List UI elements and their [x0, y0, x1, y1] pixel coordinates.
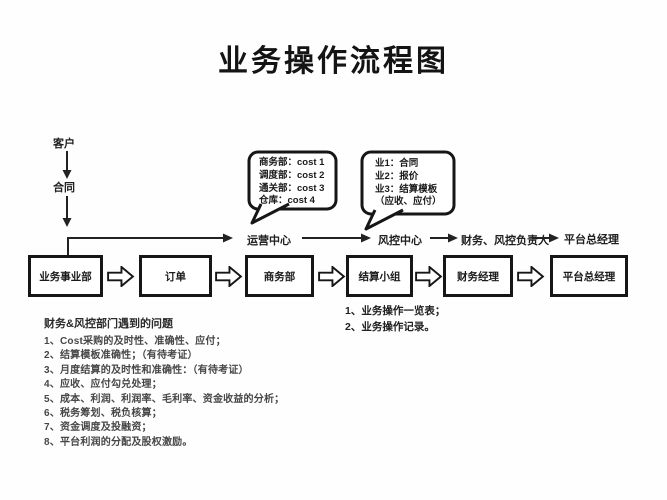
biz-bubble-line: 业3：结算模板: [375, 183, 438, 195]
problem-item: 5、成本、利润、利润率、毛利率、资金收益的分析；: [44, 393, 285, 405]
operation-center-label: 运营中心: [247, 235, 291, 247]
platform-gm-lane-label: 平台总经理: [564, 234, 619, 246]
cost-bubble-line: 通关部：cost 3: [259, 182, 325, 194]
problem-item: 1、Cost采购的及时性、准确性、应付；: [44, 336, 226, 347]
process-box-commerce-dept: 商务部: [245, 255, 314, 297]
block-arrow-icon: [215, 266, 243, 287]
process-box-settlement-group: 结算小组: [346, 255, 413, 297]
process-box-platform-gm: 平台总经理: [550, 255, 628, 297]
settlement-note: 1、业务操作一览表；: [345, 305, 446, 317]
problem-item: 2、结算模板准确性；（有待考证）: [44, 350, 198, 362]
settlement-notes: 1、业务操作一览表； 2、业务操作记录。: [345, 303, 445, 335]
process-box-finance-manager: 财务经理: [443, 255, 513, 297]
elbow-arrow-division-to-operation-center: [67, 233, 233, 256]
arrow-risk-to-leader: [430, 233, 458, 243]
finance-risk-leader-label: 财务、风控负责人: [461, 235, 549, 247]
arrow-operation-to-risk: [302, 233, 371, 243]
problems-header: 财务&风控部门遇到的问题: [44, 318, 173, 330]
biz-bubble-line: 业1：合同: [375, 158, 419, 169]
process-box-order: 订单: [139, 255, 212, 297]
settlement-note: 2、业务操作记录。: [345, 321, 435, 333]
problem-item: 7、资金调度及投融资；: [44, 422, 152, 434]
contract-label: 合同: [53, 182, 75, 194]
customer-label: 客户: [53, 138, 75, 150]
page-title: 业务操作流程图: [218, 45, 449, 78]
problem-item: 8、平台利润的分配及股权激励。: [44, 436, 193, 448]
down-arrow-customer-to-contract: [62, 151, 72, 179]
block-arrow-icon: [517, 266, 545, 287]
cost-bubble-line: 商务部：cost 1: [259, 157, 325, 168]
biz-bubble: 业1：合同 业2：报价 业3：结算模板 （应收、应付）: [375, 158, 442, 209]
cost-bubble-line: 调度部：cost 2: [259, 169, 325, 181]
biz-bubble-line: 业2：报价: [375, 170, 419, 182]
cost-bubble-line: 仓库：cost 4: [259, 195, 315, 207]
block-arrow-icon: [107, 266, 135, 287]
problems-list: 财务&风控部门遇到的问题 1、Cost采购的及时性、准确性、应付； 2、结算模板…: [44, 315, 284, 450]
problem-item: 4、应收、应付勾兑处理；: [44, 379, 162, 391]
process-box-business-division: 业务事业部: [28, 255, 103, 297]
biz-bubble-line: （应收、应付）: [375, 196, 442, 208]
cost-bubble: 商务部：cost 1 调度部：cost 2 通关部：cost 3 仓库：cost…: [259, 157, 324, 208]
block-arrow-icon: [415, 266, 443, 287]
block-arrow-icon: [318, 266, 346, 287]
problem-item: 3、月度结算的及时性和准确性：（有待考证）: [44, 364, 249, 376]
problem-item: 6、税务筹划、税负核算；: [44, 408, 162, 420]
down-arrow-contract-to-division: [62, 196, 72, 227]
risk-center-label: 风控中心: [378, 235, 422, 247]
